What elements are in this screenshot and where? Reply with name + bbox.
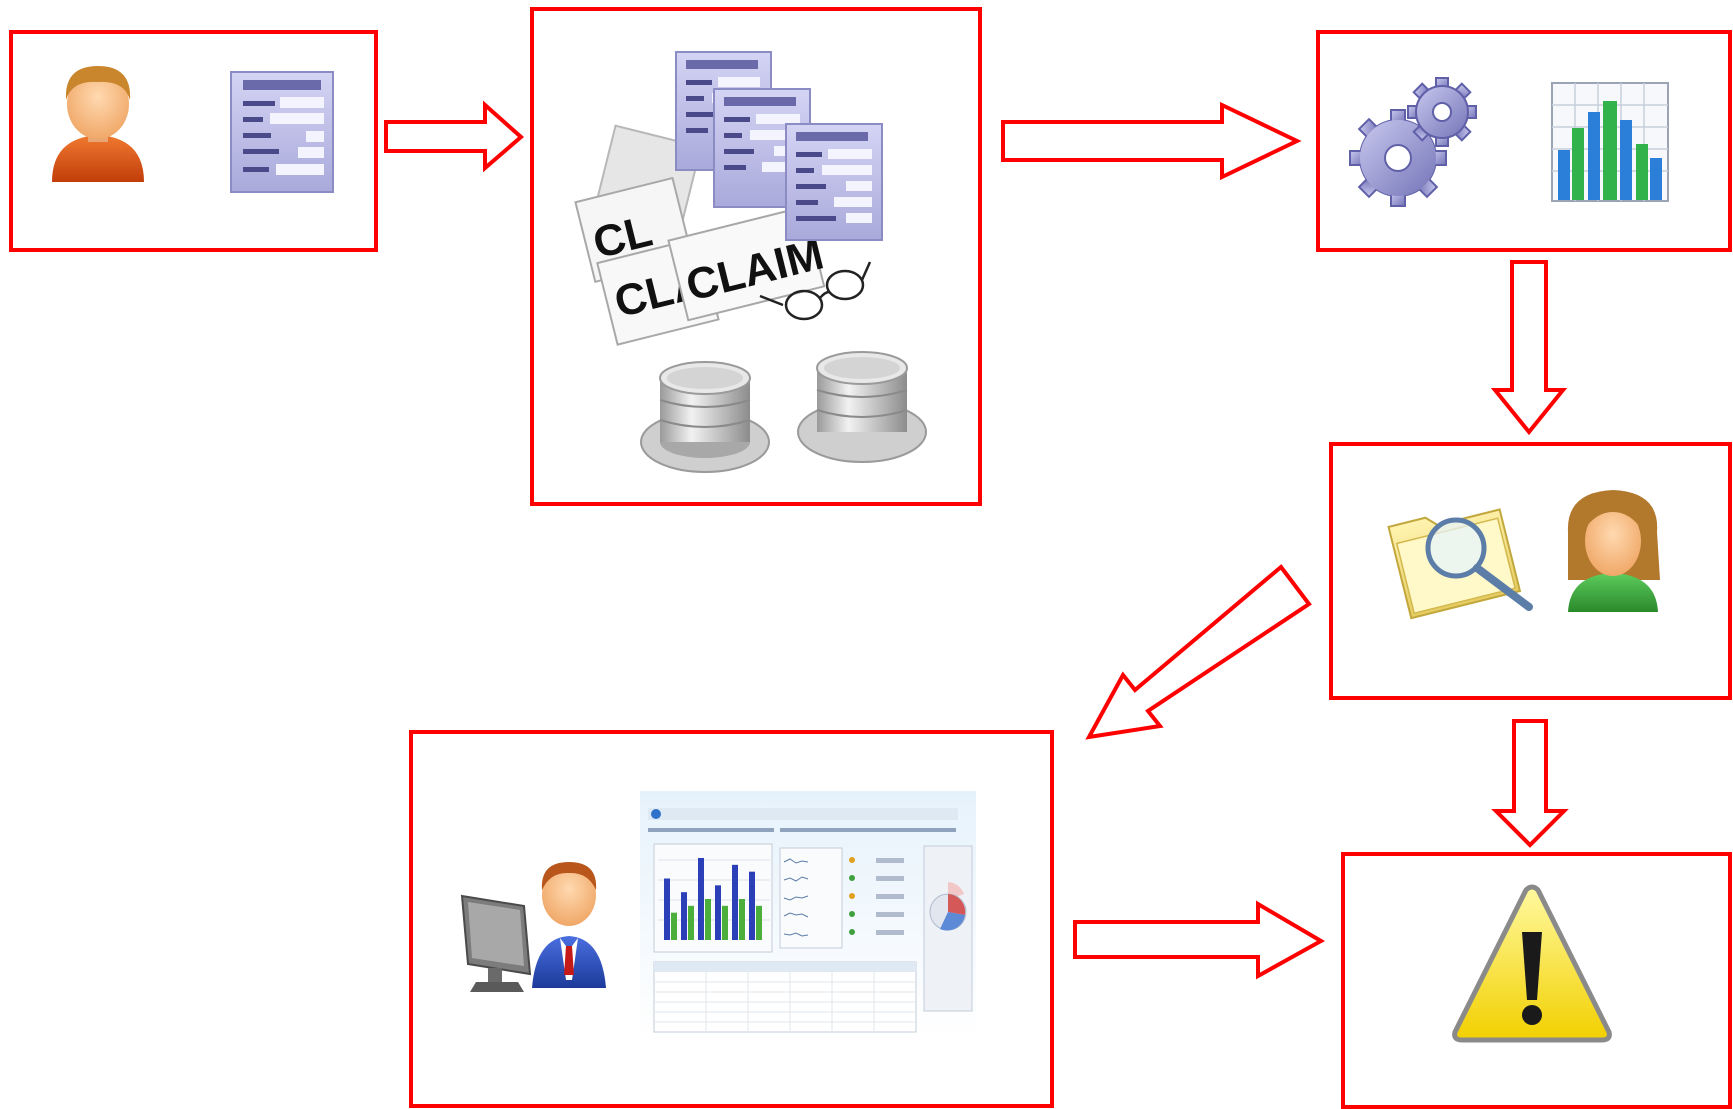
step-box-collect: [530, 7, 982, 506]
step-box-alert: [1341, 852, 1732, 1109]
form-stack-icon: [675, 51, 883, 241]
arrow-collect-to-process: [1001, 101, 1302, 181]
dashboard-bars: [664, 858, 762, 940]
glasses-icon: [759, 261, 872, 321]
dashboard-bar-a: [749, 871, 755, 940]
folder-search-icon: [1387, 508, 1533, 620]
arrow-review-to-alert: [1491, 719, 1569, 848]
dashboard-bar-a: [732, 864, 738, 940]
form-icon: [230, 71, 334, 193]
arrow-dashboard-to-alert: [1073, 900, 1326, 980]
arrow-submit-to-collect: [384, 100, 525, 173]
dashboard-bar-b: [671, 912, 677, 940]
step-box-dashboard: [409, 730, 1054, 1108]
database-icon-left: [640, 361, 770, 473]
dashboard-bar-a: [715, 885, 721, 940]
reviewer-icon: [1567, 490, 1660, 612]
dashboard-bar-b: [705, 899, 711, 940]
dashboard-screenshot-icon: [640, 791, 976, 1038]
gears-icon: [1349, 77, 1477, 207]
dashboard-bar-b: [688, 905, 694, 940]
warning-icon: [1452, 884, 1612, 1043]
dashboard-bar-a: [698, 858, 704, 940]
user-icon: [52, 66, 144, 182]
step-box-process: [1316, 30, 1732, 252]
analyst-at-computer-icon: [460, 862, 606, 992]
bar-chart-icon: [1551, 82, 1669, 202]
arrow-process-to-review: [1490, 260, 1568, 436]
dashboard-bar-b: [756, 905, 762, 940]
database-icon-right: [797, 351, 927, 463]
dashboard-bar-a: [681, 892, 687, 940]
step-box-review: [1329, 442, 1732, 700]
arrow-review-to-dashboard: [1085, 564, 1312, 740]
dashboard-bar-a: [664, 878, 670, 940]
step-box-submit: [9, 30, 378, 252]
dashboard-bar-b: [739, 899, 745, 940]
dashboard-bar-b: [722, 905, 728, 940]
